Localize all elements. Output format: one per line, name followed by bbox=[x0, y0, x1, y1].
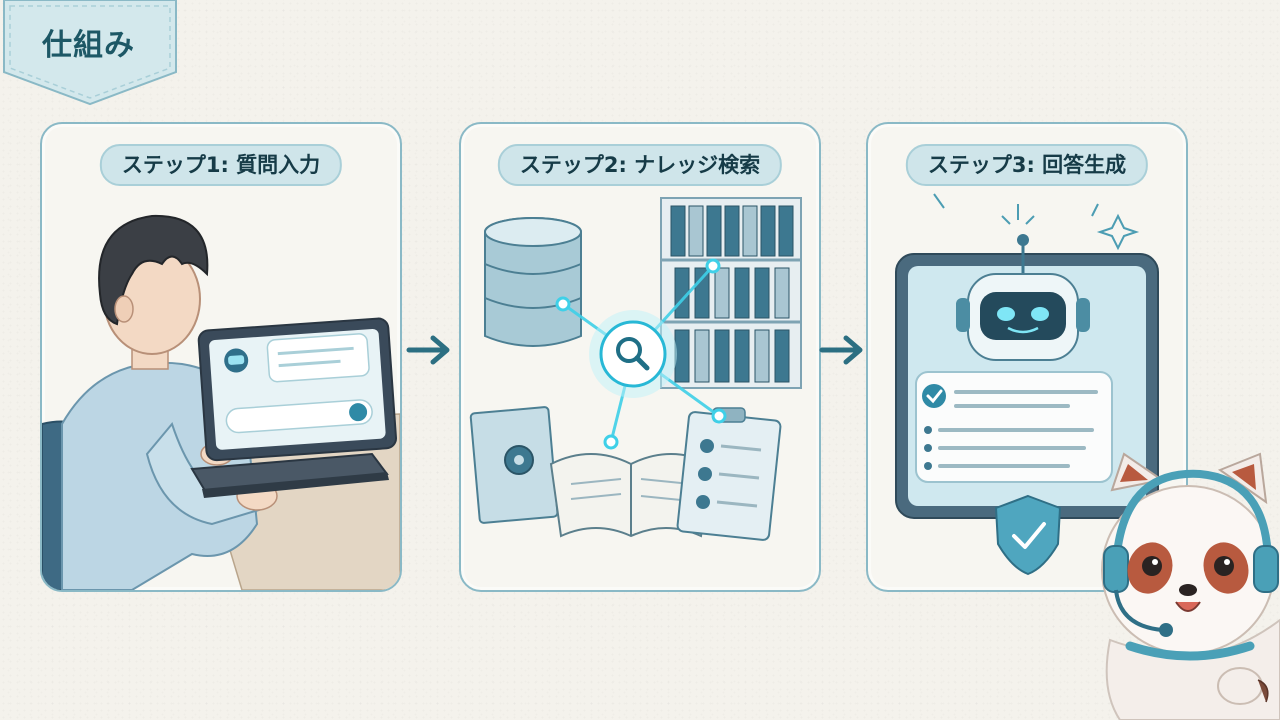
page-title: 仕組み bbox=[42, 28, 135, 63]
knowledge-search-illustration bbox=[469, 197, 802, 541]
step-panel-2: ステップ2: ナレッジ検索 bbox=[459, 122, 821, 592]
step-label-2: ステップ2: ナレッジ検索 bbox=[497, 144, 783, 186]
step-label-1: ステップ1: 質問入力 bbox=[99, 144, 343, 186]
red-panda-mascot-icon bbox=[1101, 452, 1280, 720]
search-icon bbox=[616, 337, 642, 363]
arrow-right-icon bbox=[819, 335, 863, 365]
step-panel-1: ステップ1: 質問入力 bbox=[40, 122, 402, 592]
step-label-3: ステップ3: 回答生成 bbox=[905, 144, 1149, 186]
robot-answer-illustration bbox=[895, 193, 1159, 576]
arrow-right-icon bbox=[406, 335, 450, 365]
title-tag bbox=[3, 0, 177, 106]
person-laptop-illustration bbox=[42, 214, 400, 590]
